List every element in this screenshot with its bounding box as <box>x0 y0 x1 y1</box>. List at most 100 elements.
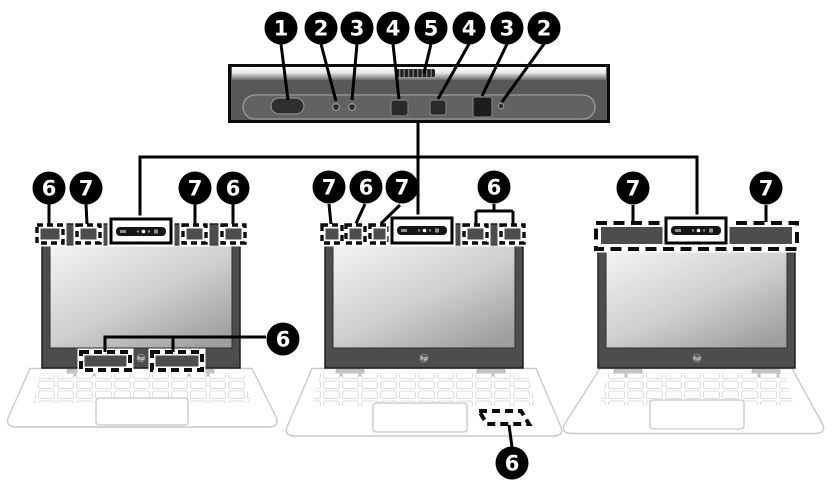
bracket-line <box>103 335 266 352</box>
callout-label-7: 7 <box>759 177 774 201</box>
antenna-dashed-outline <box>75 223 102 245</box>
leader-line <box>327 203 333 225</box>
leader-line <box>350 43 359 101</box>
closeup-callouts: 1 2 3 4 5 4 3 2 <box>264 11 561 45</box>
laptop1-camera-module <box>107 215 175 247</box>
callout-circle-3b <box>490 11 524 45</box>
sensor-window-left <box>390 99 409 117</box>
leader-line <box>507 424 514 448</box>
callout-label-3b: 3 <box>500 17 515 41</box>
leader-line <box>422 43 433 74</box>
camera-strip <box>671 226 721 235</box>
callout-circle-3 <box>340 11 374 45</box>
antenna-dashed-outline <box>79 350 132 372</box>
camera-lens <box>472 96 493 118</box>
laptop1-screen <box>49 244 233 349</box>
callout-circle-7 <box>749 171 783 205</box>
callout-label-6: 6 <box>487 176 502 200</box>
callout-circle-7 <box>385 170 419 204</box>
antenna-dashed-outline <box>475 409 533 426</box>
antenna-dashed-outline <box>320 223 344 245</box>
camera-light-dot <box>331 102 341 112</box>
callout-label-7: 7 <box>188 177 203 201</box>
callout-label-6: 6 <box>42 177 57 201</box>
camera-mark <box>691 229 695 232</box>
antenna-dashed-outline <box>368 223 391 245</box>
leader-line <box>279 43 290 101</box>
camera-mark <box>136 230 140 233</box>
camera-strip <box>116 227 166 236</box>
leader-line <box>391 43 401 100</box>
hp-logo-text: hp <box>137 356 145 362</box>
camera-lens-dot <box>422 228 427 233</box>
antenna-dashed-outline <box>594 221 799 251</box>
antenna-dashed-outline <box>35 223 65 245</box>
leader-line <box>500 43 546 103</box>
callout-circle-7 <box>178 171 212 205</box>
callout-circle-6 <box>266 322 300 356</box>
callout-label-7: 7 <box>626 177 641 201</box>
camera-mark <box>675 229 681 232</box>
antenna-dashed-outline <box>220 223 247 245</box>
microphone-hole <box>347 102 357 112</box>
hp-logo-text: hp <box>420 356 428 362</box>
laptop1-keyboard <box>33 373 251 403</box>
callout-circle-7 <box>616 171 650 205</box>
callout-label-3: 3 <box>350 17 365 41</box>
callout-circle-6 <box>216 171 250 205</box>
camera-mark <box>709 228 713 233</box>
callout-label-6: 6 <box>359 176 374 200</box>
callout-label-6: 6 <box>505 452 520 476</box>
camera-mark <box>417 229 421 232</box>
leader-line <box>84 203 89 225</box>
laptop1-touchpad <box>95 397 189 426</box>
antenna-dashed-outline <box>150 350 204 372</box>
callout-circle-2 <box>304 11 338 45</box>
camera-mark <box>428 229 432 232</box>
laptop2-touchpad <box>372 402 468 433</box>
antenna-dashed-outline <box>344 223 367 245</box>
antenna-region <box>318 221 346 247</box>
closeup-leader-lines <box>279 43 546 103</box>
callout-circle-4b <box>452 11 486 45</box>
connector-tree-line <box>138 122 699 219</box>
antenna-region <box>77 348 134 374</box>
hp-logo-icon <box>692 353 702 363</box>
hp-logo-icon <box>419 353 429 363</box>
callout-label-5: 5 <box>424 17 439 41</box>
laptop3-keyboard <box>599 373 794 405</box>
antenna-dashed-outline <box>181 223 208 245</box>
leader-line <box>436 43 471 100</box>
camera-mark <box>147 230 151 233</box>
laptop1-top-antennas <box>33 221 249 247</box>
callout-label-7: 7 <box>395 176 410 200</box>
laptop-illustration-2: hp 6 <box>285 170 563 480</box>
antenna-region <box>342 221 369 247</box>
camera-mark <box>154 229 158 234</box>
laptop2-keyboard <box>312 373 536 406</box>
callout-label-4: 4 <box>386 17 401 41</box>
camera-mark <box>435 228 439 233</box>
laptop2-camera-module <box>388 214 456 247</box>
callout-circle-1 <box>264 11 298 45</box>
leader-line <box>319 43 338 102</box>
callout-label-1: 1 <box>274 17 289 41</box>
callout-circle-5 <box>414 11 448 45</box>
callout-label-7: 7 <box>79 177 94 201</box>
hp-logo-text: hp <box>693 356 701 362</box>
camera-mark <box>401 229 407 232</box>
callout-label-4b: 4 <box>462 17 477 41</box>
laptop-illustration-3: hp 7 7 <box>562 171 825 435</box>
camera-module-closeup <box>228 64 610 123</box>
hp-logo-icon <box>136 353 146 363</box>
callout-circle-6 <box>32 171 66 205</box>
antenna-region <box>366 221 393 247</box>
callout-label-6: 6 <box>226 177 241 201</box>
camera-privacy-shutter <box>270 97 305 115</box>
callout-circle-7 <box>69 171 103 205</box>
shutter-grip-ridges <box>396 69 435 77</box>
antenna-dashed-outline <box>499 223 526 245</box>
bezel-pill <box>242 94 596 120</box>
camera-strip <box>397 226 447 235</box>
callout-circle-6 <box>349 170 383 204</box>
